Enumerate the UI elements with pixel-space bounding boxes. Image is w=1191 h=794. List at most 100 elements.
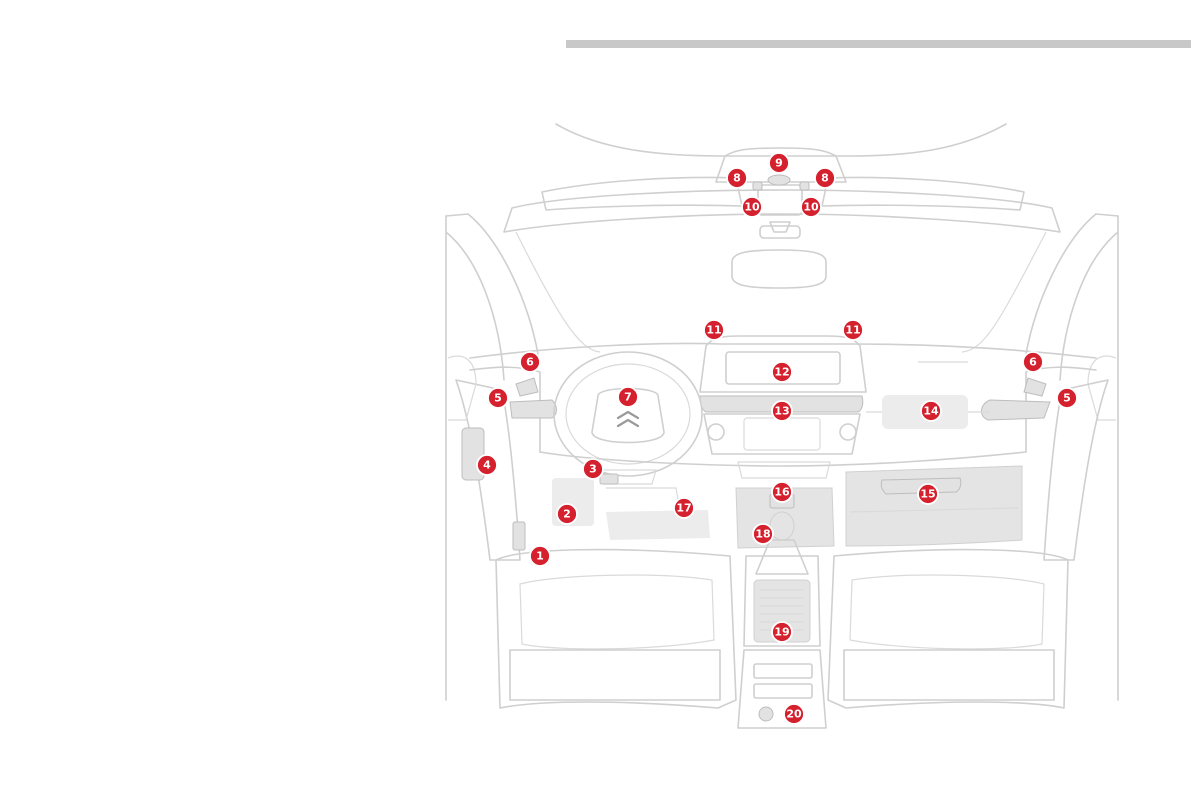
callout-badge bbox=[1056, 387, 1078, 409]
callout-badge bbox=[487, 387, 509, 409]
callout-badge bbox=[752, 523, 774, 545]
callout-c6a: 6 bbox=[519, 351, 541, 373]
callout-badge bbox=[800, 196, 822, 218]
callout-c18: 18 bbox=[752, 523, 774, 545]
callout-c6b: 6 bbox=[1022, 351, 1044, 373]
callout-number: 5 bbox=[1063, 392, 1071, 405]
callout-number: 11 bbox=[845, 324, 860, 337]
callout-c2: 2 bbox=[556, 503, 578, 525]
glovebox-seam bbox=[849, 507, 1019, 513]
rear-console bbox=[737, 649, 827, 729]
callout-badge bbox=[582, 458, 604, 480]
callout-number: 15 bbox=[920, 488, 935, 501]
callout-c7: 7 bbox=[617, 386, 639, 408]
callout-number: 16 bbox=[774, 486, 790, 499]
mirror-mount bbox=[759, 225, 801, 239]
callout-c1: 1 bbox=[529, 545, 551, 567]
mirror-stem bbox=[769, 221, 791, 233]
callout-badge bbox=[476, 454, 498, 476]
callout-number: 12 bbox=[774, 366, 789, 379]
callout-c12: 12 bbox=[771, 361, 793, 383]
callout-badge bbox=[741, 196, 763, 218]
callout-badge bbox=[771, 361, 793, 383]
left-a-pillar bbox=[445, 213, 539, 355]
steering-wheel-hub bbox=[591, 387, 665, 444]
display-screen bbox=[725, 351, 841, 385]
dashboard-face bbox=[469, 366, 1097, 453]
windshield-lower bbox=[515, 231, 601, 353]
right-mirror-window bbox=[1087, 355, 1117, 421]
callout-c19: 19 bbox=[771, 621, 793, 643]
callout-number: 18 bbox=[755, 528, 770, 541]
callout-badge bbox=[842, 319, 864, 341]
steering-wheel-inner bbox=[565, 363, 691, 465]
passenger-seat-cushion bbox=[849, 574, 1045, 650]
callout-badge bbox=[1022, 351, 1044, 373]
callout-number: 11 bbox=[706, 324, 721, 337]
headliner-console bbox=[715, 147, 847, 183]
callout-number: 8 bbox=[821, 172, 829, 185]
right-a-pillar bbox=[1025, 213, 1119, 355]
callout-number: 2 bbox=[563, 508, 571, 521]
callout-number: 10 bbox=[803, 201, 819, 214]
callout-c17: 17 bbox=[673, 497, 695, 519]
callout-badge bbox=[783, 703, 805, 725]
right-control-knob bbox=[839, 423, 857, 441]
sun-visor-right bbox=[821, 176, 1025, 211]
steering-adjust-lever bbox=[599, 473, 619, 485]
callout-number: 13 bbox=[774, 405, 789, 418]
passenger-seat-base bbox=[843, 649, 1055, 701]
callout-badge bbox=[771, 400, 793, 422]
callout-c9: 9 bbox=[768, 152, 790, 174]
callout-badge bbox=[617, 386, 639, 408]
callout-c5a: 5 bbox=[487, 387, 509, 409]
callout-badge bbox=[771, 481, 793, 503]
tray-ribs bbox=[760, 589, 804, 631]
callout-badge bbox=[917, 483, 939, 505]
center-console-top bbox=[737, 461, 831, 479]
right-door-panel bbox=[1043, 379, 1109, 561]
center-control-panel bbox=[703, 413, 861, 455]
map-lamp-left bbox=[752, 181, 763, 191]
callout-number: 1 bbox=[536, 550, 544, 563]
infotainment-panel bbox=[743, 417, 821, 451]
lower-dash bbox=[539, 451, 1027, 467]
left-control-knob bbox=[707, 423, 725, 441]
callout-c13: 13 bbox=[771, 400, 793, 422]
callout-c14: 14 bbox=[920, 400, 942, 422]
gear-boot bbox=[755, 539, 809, 575]
rear-view-mirror bbox=[731, 249, 827, 289]
callout-number: 6 bbox=[1029, 356, 1037, 369]
vent-left bbox=[509, 399, 557, 419]
callout-c11b: 11 bbox=[842, 319, 864, 341]
rear-control-knob bbox=[758, 706, 774, 722]
callout-badge bbox=[703, 319, 725, 341]
callout-badge bbox=[726, 167, 748, 189]
callout-c4: 4 bbox=[476, 454, 498, 476]
callout-c3: 3 bbox=[582, 458, 604, 480]
callout-number: 14 bbox=[923, 405, 939, 418]
rear-switch-row-1 bbox=[753, 663, 813, 679]
callout-badge bbox=[556, 503, 578, 525]
callout-number: 7 bbox=[624, 391, 632, 404]
callout-number: 20 bbox=[786, 708, 802, 721]
callout-c16: 16 bbox=[771, 481, 793, 503]
callout-badge bbox=[673, 497, 695, 519]
callout-c8a: 8 bbox=[726, 167, 748, 189]
windshield-lower-right bbox=[961, 231, 1047, 353]
callout-number: 4 bbox=[483, 459, 491, 472]
left-door-frame bbox=[445, 215, 505, 701]
side-vent-left bbox=[515, 377, 539, 397]
driver-seat-base bbox=[509, 649, 721, 701]
callout-number: 10 bbox=[744, 201, 760, 214]
driver-footwell-zone bbox=[606, 510, 710, 540]
callout-c8b: 8 bbox=[814, 167, 836, 189]
rear-switch-row-2 bbox=[753, 683, 813, 699]
driver-seat-cushion bbox=[519, 574, 715, 650]
side-vent-right bbox=[1023, 377, 1047, 397]
callout-number: 3 bbox=[589, 463, 597, 476]
windshield bbox=[503, 189, 1061, 233]
